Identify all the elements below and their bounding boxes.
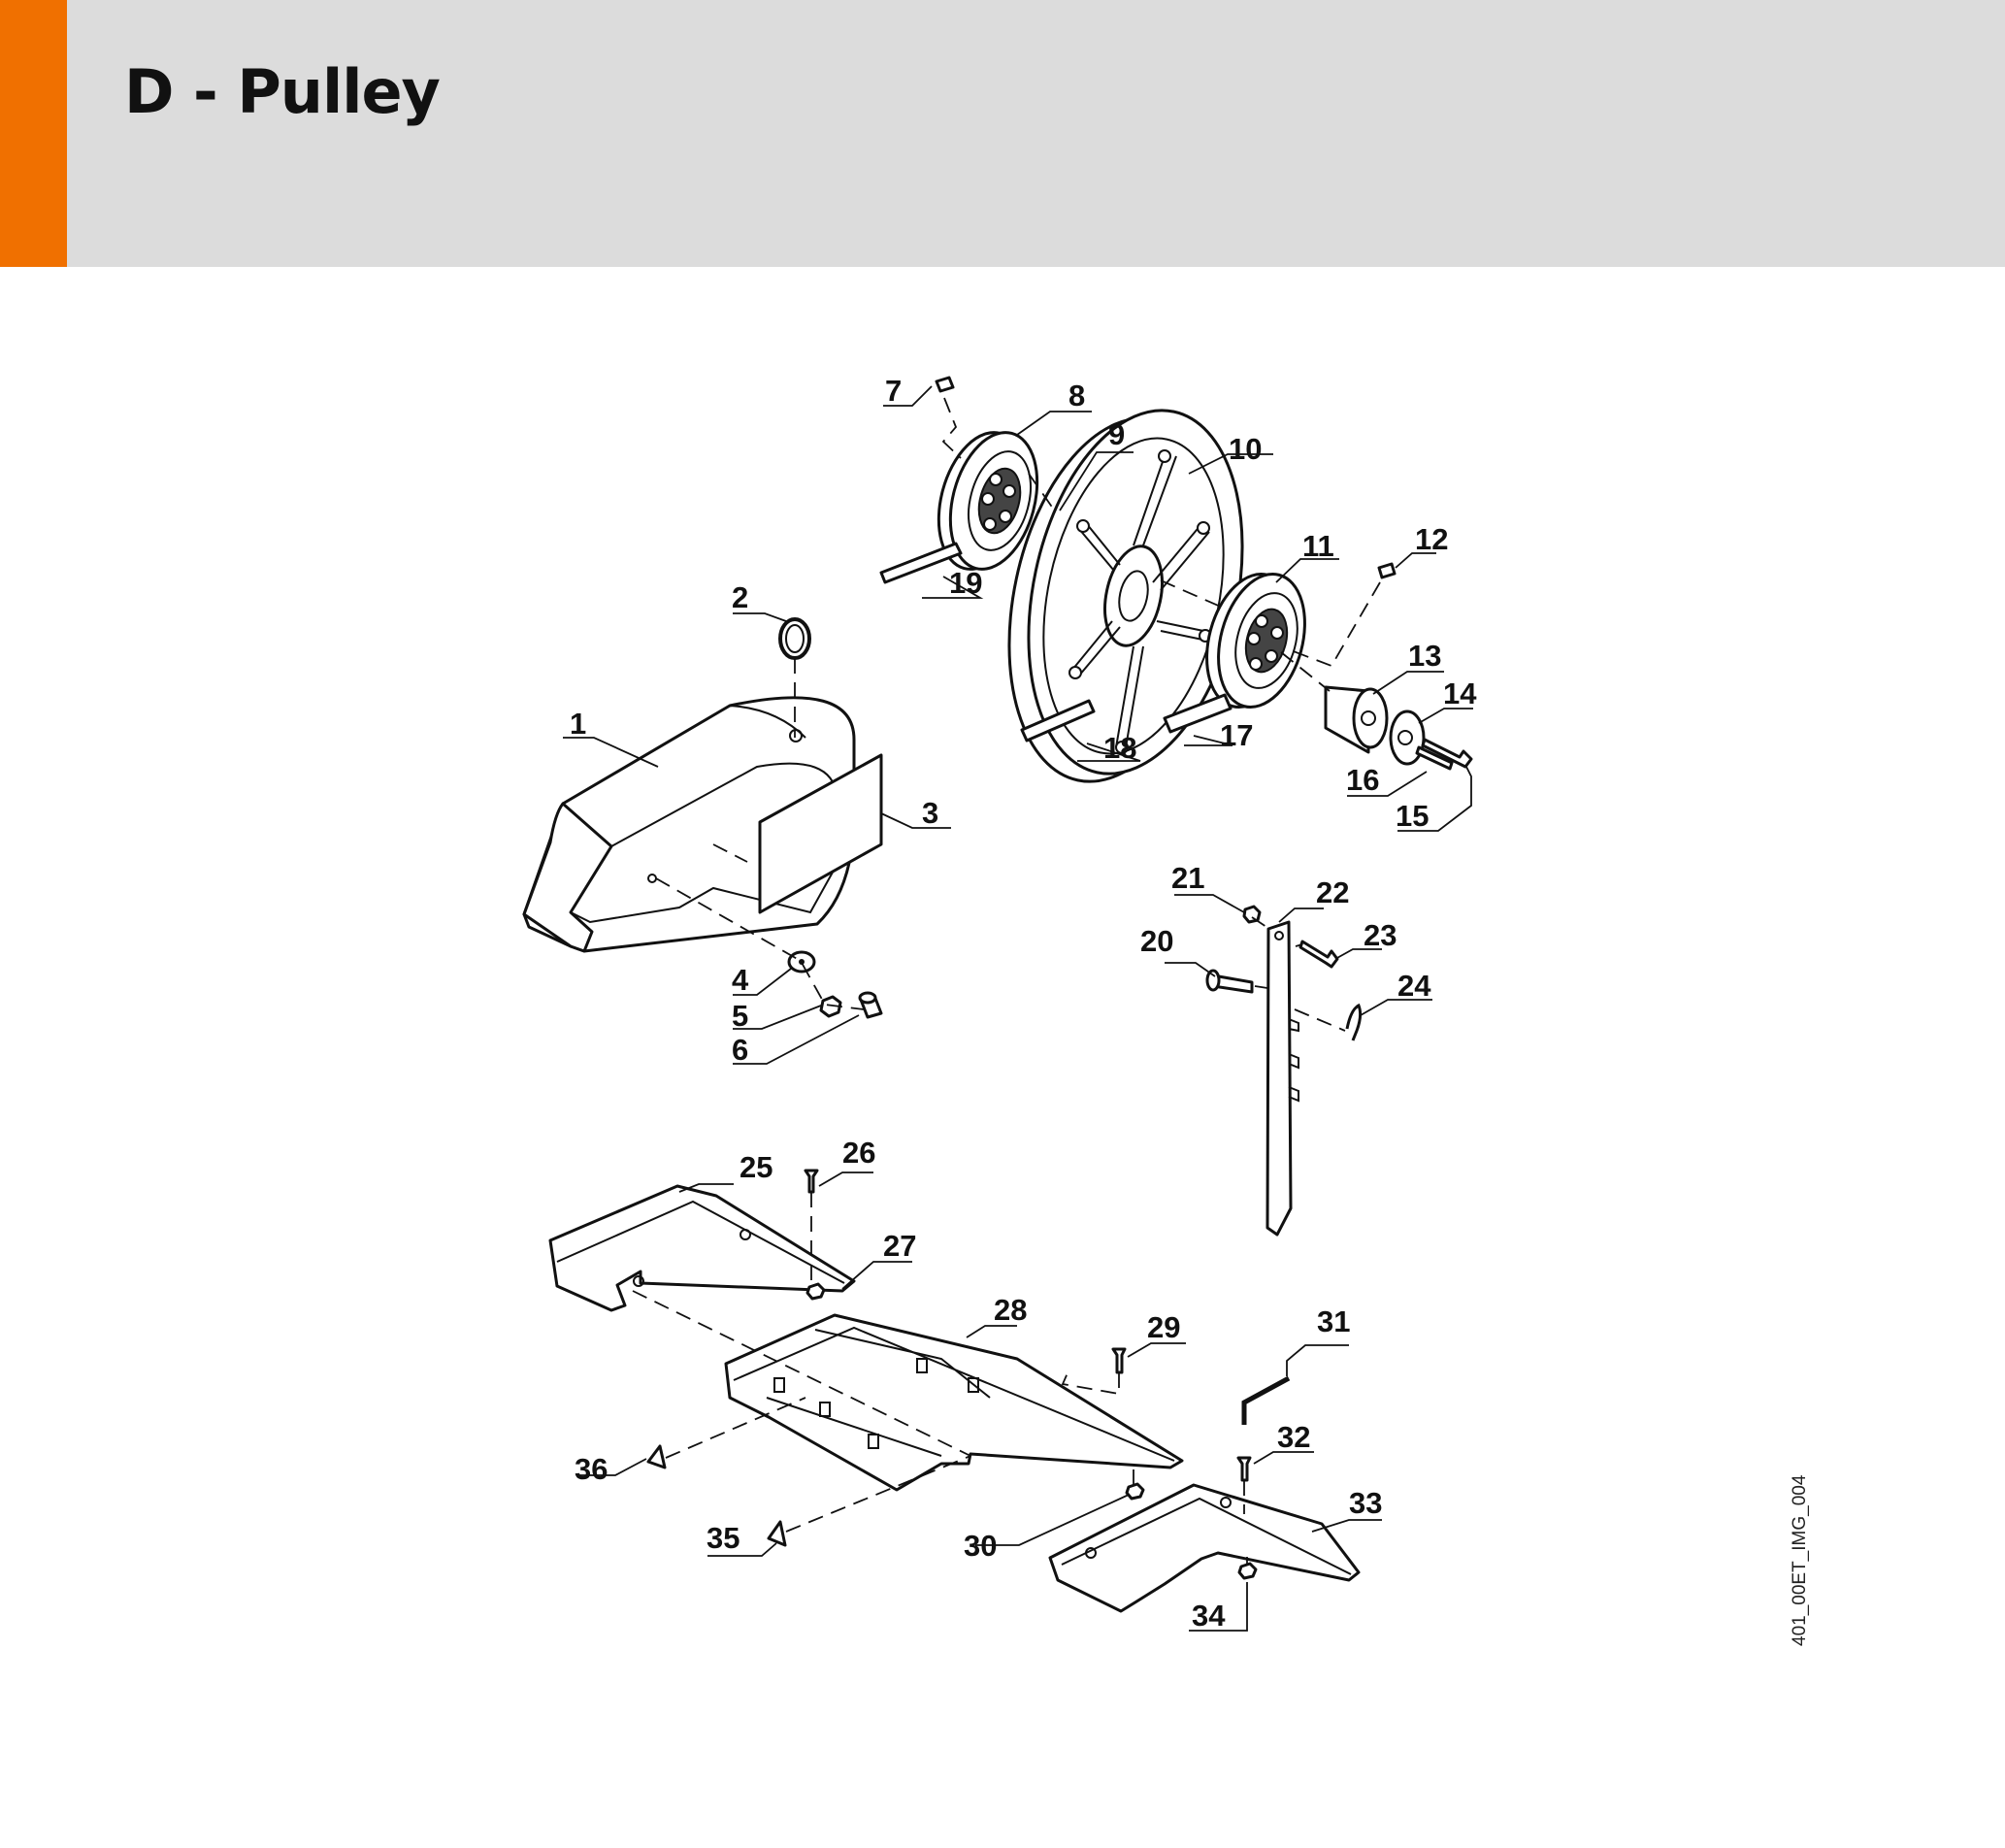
guard-label-plate: [758, 753, 883, 914]
callout-26: 26: [842, 1136, 875, 1170]
callout-24: 24: [1397, 969, 1431, 1003]
callout-32: 32: [1277, 1420, 1310, 1454]
callout-35: 35: [707, 1521, 740, 1555]
leader-lines: [563, 385, 1473, 1632]
callout-33: 33: [1349, 1486, 1382, 1520]
screw-29: [1111, 1347, 1127, 1374]
callout-29: 29: [1147, 1310, 1180, 1344]
plate-28: [724, 1313, 1184, 1492]
callout-31: 31: [1317, 1304, 1350, 1338]
plate-25: [548, 1184, 856, 1312]
callout-28: 28: [994, 1293, 1027, 1327]
nut-34: [1237, 1562, 1258, 1580]
large-pulley: [1007, 409, 1244, 783]
callout-11: 11: [1302, 529, 1334, 563]
callout-17: 17: [1220, 718, 1253, 752]
tapered-bushing: [1324, 685, 1389, 754]
callout-9: 9: [1108, 417, 1125, 451]
callout-22: 22: [1316, 875, 1349, 909]
bolt-15: [1421, 738, 1473, 769]
hex-nut: [819, 995, 842, 1018]
key-19: [879, 542, 963, 584]
callout-10: 10: [1229, 432, 1262, 466]
callout-19: 19: [949, 566, 982, 600]
callout-27: 27: [883, 1229, 916, 1263]
plate-33: [1048, 1483, 1361, 1613]
pin-20: [1205, 969, 1254, 994]
callout-4: 4: [732, 963, 749, 997]
callout-13: 13: [1408, 639, 1441, 673]
key-18: [1020, 699, 1096, 742]
nut-30: [1125, 1482, 1145, 1501]
callout-30: 30: [964, 1529, 997, 1563]
warning-decal-35: [767, 1520, 787, 1547]
callout-8: 8: [1068, 379, 1085, 412]
callout-18: 18: [1103, 731, 1136, 765]
cap: [858, 991, 883, 1019]
support-bar: [1265, 920, 1299, 1237]
callout-20: 20: [1140, 924, 1173, 958]
header-accent-bar: [0, 0, 67, 267]
small-pulley-upper: [937, 431, 1039, 571]
set-screw-12: [1377, 562, 1397, 579]
header-band: [0, 0, 2005, 267]
callout-21: 21: [1171, 861, 1204, 895]
callout-36: 36: [575, 1452, 608, 1486]
callout-5: 5: [732, 999, 748, 1033]
callout-2: 2: [732, 580, 748, 614]
small-pulley-lower: [1205, 573, 1306, 709]
callout-15: 15: [1396, 799, 1429, 833]
bolt-23: [1298, 940, 1339, 969]
assembly-lines: [632, 397, 1381, 1565]
callout-23: 23: [1364, 918, 1397, 952]
callout-34: 34: [1192, 1599, 1226, 1633]
key-17: [1163, 693, 1233, 734]
hex-key: [1241, 1375, 1291, 1425]
nut-21: [1242, 905, 1262, 924]
callout-3: 3: [922, 796, 938, 830]
callout-12: 12: [1415, 522, 1448, 556]
page-title: D - Pulley: [124, 56, 441, 127]
callout-25: 25: [740, 1150, 772, 1184]
callout-7: 7: [885, 374, 902, 408]
screw-32: [1236, 1456, 1252, 1482]
set-screw-top: [935, 376, 955, 393]
image-reference-code: 401_00ET_IMG_004: [1790, 1474, 1810, 1646]
bolt-16: [1415, 745, 1454, 771]
screw-26: [804, 1169, 819, 1194]
callout-1: 1: [570, 707, 586, 741]
spring-clip: [1345, 1003, 1363, 1041]
callout-6: 6: [732, 1033, 748, 1067]
nut-27: [805, 1282, 826, 1301]
callout-14: 14: [1443, 676, 1477, 710]
callout-16: 16: [1346, 763, 1379, 797]
callout-labels: 7 8 9 10 11 12 13 14 15 16 17 18 19 2 1 …: [570, 374, 1477, 1633]
warning-decal-36: [646, 1444, 667, 1469]
